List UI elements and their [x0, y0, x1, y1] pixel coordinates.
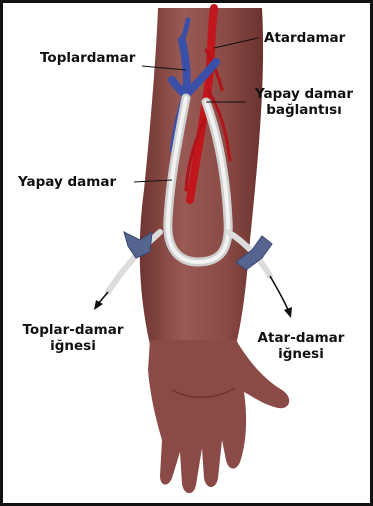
label-venous-needle-line1: Toplar-damar [8, 322, 138, 338]
label-artery: Atardamar [264, 30, 345, 46]
forearm [140, 8, 263, 345]
label-arterial-needle: Atar-damar iğnesi [246, 330, 356, 362]
venous-arrowhead [94, 300, 103, 310]
label-graft-connection: Yapay damar bağlantısı [244, 86, 364, 118]
arterial-arrowhead [284, 307, 292, 318]
label-arterial-needle-line1: Atar-damar [246, 330, 356, 346]
arterial-needle-arrow [270, 276, 288, 310]
hand [148, 340, 289, 493]
label-venous-needle-line2: iğnesi [8, 338, 138, 354]
label-arterial-needle-line2: iğnesi [246, 346, 356, 362]
label-graft-connection-line2: bağlantısı [244, 102, 364, 118]
label-graft-connection-line1: Yapay damar [244, 86, 364, 102]
label-graft: Yapay damar [18, 174, 116, 190]
label-vein: Toplardamar [40, 50, 135, 66]
label-venous-needle: Toplar-damar iğnesi [8, 322, 138, 354]
